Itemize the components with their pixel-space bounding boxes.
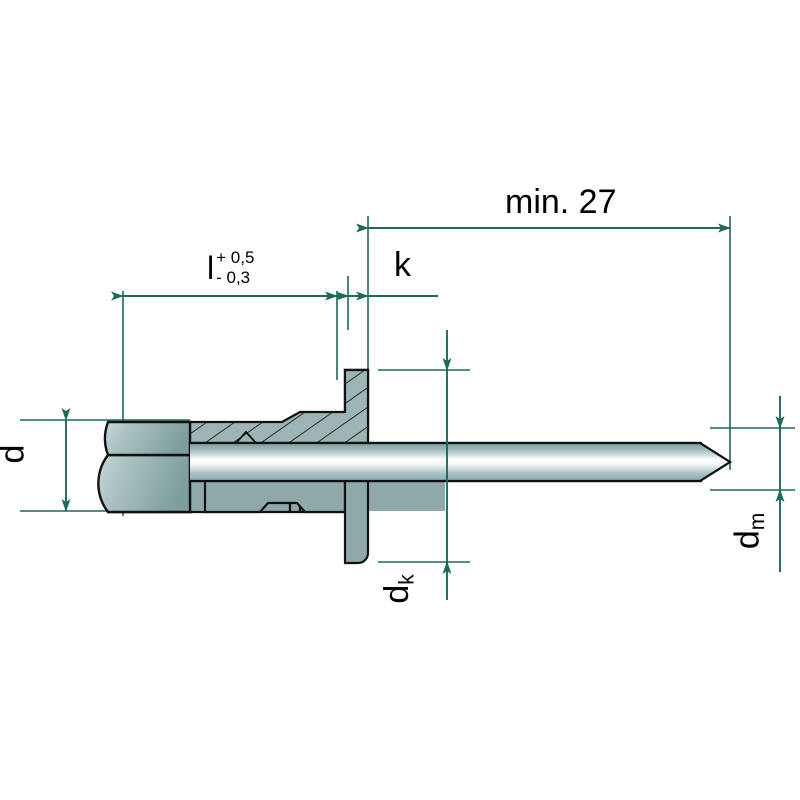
dimension-k [318, 276, 438, 330]
dimension-label-dm-symbol: d [728, 530, 767, 550]
dimension-label-dm: dm [728, 512, 770, 550]
rivet-head-dome [103, 420, 192, 457]
dimension-label-l-tolerances: + 0,5 - 0,3 [216, 248, 254, 288]
dimension-label-l: l + 0,5 - 0,3 [207, 248, 254, 288]
dimension-label-dk-symbol: d [377, 584, 416, 604]
dimension-label-d: d [0, 445, 31, 464]
dimension-label-k: k [394, 246, 411, 284]
dimension-label-dm-subscript: m [746, 512, 770, 531]
dimension-label-l-symbol: l [207, 250, 215, 287]
dimension-label-dk: dk [377, 574, 419, 604]
mandrel [188, 441, 733, 483]
dimension-label-dk-subscript: k [395, 574, 419, 585]
dimension-label-min27: min. 27 [505, 183, 617, 221]
tolerance-upper: + 0,5 [216, 248, 255, 267]
tolerance-lower: - 0,3 [216, 268, 251, 288]
